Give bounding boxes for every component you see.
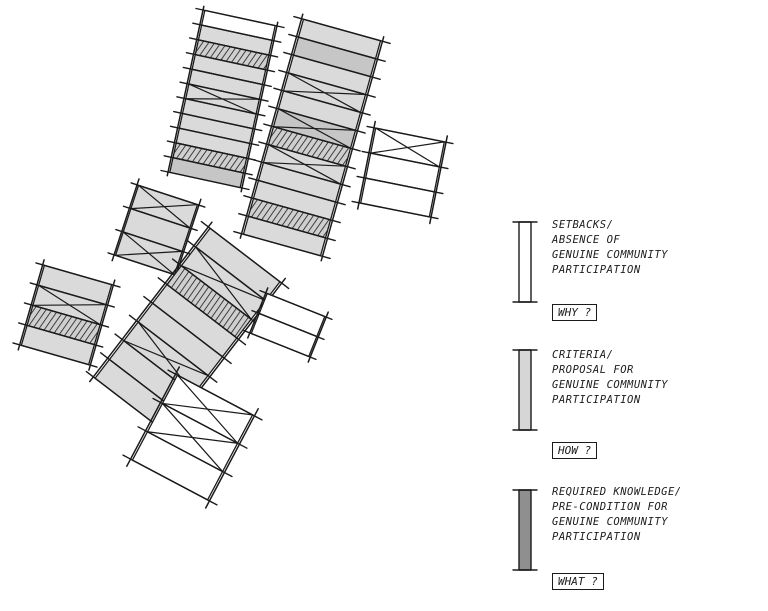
legend-swatch xyxy=(519,490,531,570)
legend-line: PARTICIPATION xyxy=(552,530,682,545)
legend-line: SETBACKS/ xyxy=(552,218,668,233)
legend-swatch xyxy=(519,350,531,430)
legend-symbol-dark-grey-rectangle xyxy=(513,490,537,570)
legend-line: CRITERIA/ xyxy=(552,348,668,363)
block-isolated-right xyxy=(352,122,453,224)
cross-mark xyxy=(33,305,106,306)
legend-swatch xyxy=(519,222,531,302)
legend-line: GENUINE COMMUNITY xyxy=(552,378,668,393)
legend-symbol-light-grey-rectangle xyxy=(513,350,537,430)
legend-line: PARTICIPATION xyxy=(552,263,668,278)
legend-line: ABSENCE OF xyxy=(552,233,668,248)
legend-line: REQUIRED KNOWLEDGE/ xyxy=(552,485,682,500)
legend-tag-how: HOW ? xyxy=(552,442,597,459)
column-far-left xyxy=(13,260,120,370)
legend-tag-what: WHAT ? xyxy=(552,573,604,590)
legend-text-what: REQUIRED KNOWLEDGE/ PRE-CONDITION FOR GE… xyxy=(552,485,682,545)
legend-line: PRE-CONDITION FOR xyxy=(552,500,682,515)
legend-symbol-white-rectangle xyxy=(513,222,537,302)
legend-line: GENUINE COMMUNITY xyxy=(552,515,682,530)
legend-text-why: SETBACKS/ ABSENCE OF GENUINE COMMUNITY P… xyxy=(552,218,668,278)
legend-line: PARTICIPATION xyxy=(552,393,668,408)
legend-text-how: CRITERIA/ PROPOSAL FOR GENUINE COMMUNITY… xyxy=(552,348,668,408)
legend-tag-why: WHY ? xyxy=(552,304,597,321)
legend-line: GENUINE COMMUNITY xyxy=(552,248,668,263)
legend-line: PROPOSAL FOR xyxy=(552,363,668,378)
